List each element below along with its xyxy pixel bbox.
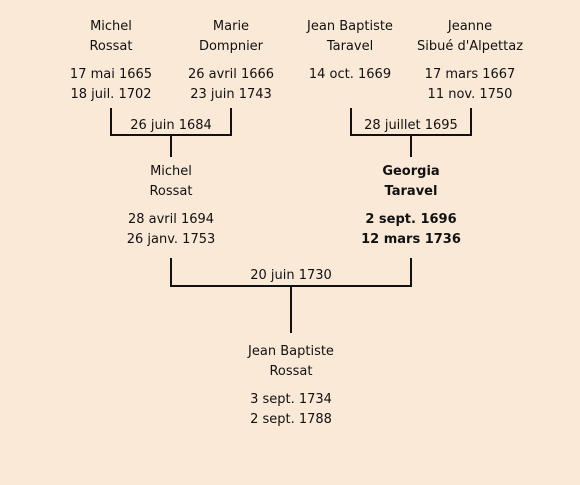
last-name: Rossat xyxy=(89,39,133,54)
birth-date: 17 mai 1665 xyxy=(69,67,153,82)
marriage-date-paternal-grandparents: 26 juin 1684 xyxy=(130,118,212,133)
birth-date: 2 sept. 1696 xyxy=(365,212,457,227)
first-name: Michel xyxy=(90,19,132,34)
first-name: Jean Baptiste xyxy=(307,19,393,34)
person-grandmother-maternal: Jeanne Sibué d'Alpettaz 17 mars 1667 11 … xyxy=(395,17,545,105)
marriage-date-parents: 20 juin 1730 xyxy=(250,268,332,283)
person-child: Jean Baptiste Rossat 3 sept. 1734 2 sept… xyxy=(216,342,366,430)
first-name: Marie xyxy=(212,19,250,34)
death-date: 23 juin 1743 xyxy=(190,87,272,102)
death-date: 26 janv. 1753 xyxy=(126,232,216,247)
birth-date: 28 avril 1694 xyxy=(127,212,215,227)
death-date: 18 juil. 1702 xyxy=(70,87,152,102)
last-name: Taravel xyxy=(326,39,374,54)
first-name: Jeanne xyxy=(447,19,493,34)
person-grandmother-paternal: Marie Dompnier 26 avril 1666 23 juin 174… xyxy=(156,17,306,105)
last-name: Rossat xyxy=(269,364,313,379)
first-name: Michel xyxy=(150,164,192,179)
birth-date: 26 avril 1666 xyxy=(187,67,275,82)
death-date: 11 nov. 1750 xyxy=(427,87,513,102)
first-name: Georgia xyxy=(382,164,440,179)
birth-date: 3 sept. 1734 xyxy=(250,392,332,407)
last-name: Sibué d'Alpettaz xyxy=(416,39,524,54)
first-name: Jean Baptiste xyxy=(248,344,334,359)
person-grandfather-paternal: Michel Rossat 17 mai 1665 18 juil. 1702 xyxy=(36,17,186,105)
birth-date: 17 mars 1667 xyxy=(424,67,516,82)
last-name: Taravel xyxy=(384,184,438,199)
person-mother: Georgia Taravel 2 sept. 1696 12 mars 173… xyxy=(336,162,486,250)
person-grandfather-maternal: Jean Baptiste Taravel 14 oct. 1669 xyxy=(275,17,425,85)
birth-date: 14 oct. 1669 xyxy=(308,67,392,82)
death-date: 12 mars 1736 xyxy=(361,232,461,247)
death-date: 2 sept. 1788 xyxy=(250,412,332,427)
marriage-date-maternal-grandparents: 28 juillet 1695 xyxy=(364,118,458,133)
person-father: Michel Rossat 28 avril 1694 26 janv. 175… xyxy=(96,162,246,250)
last-name: Rossat xyxy=(149,184,193,199)
last-name: Dompnier xyxy=(198,39,264,54)
